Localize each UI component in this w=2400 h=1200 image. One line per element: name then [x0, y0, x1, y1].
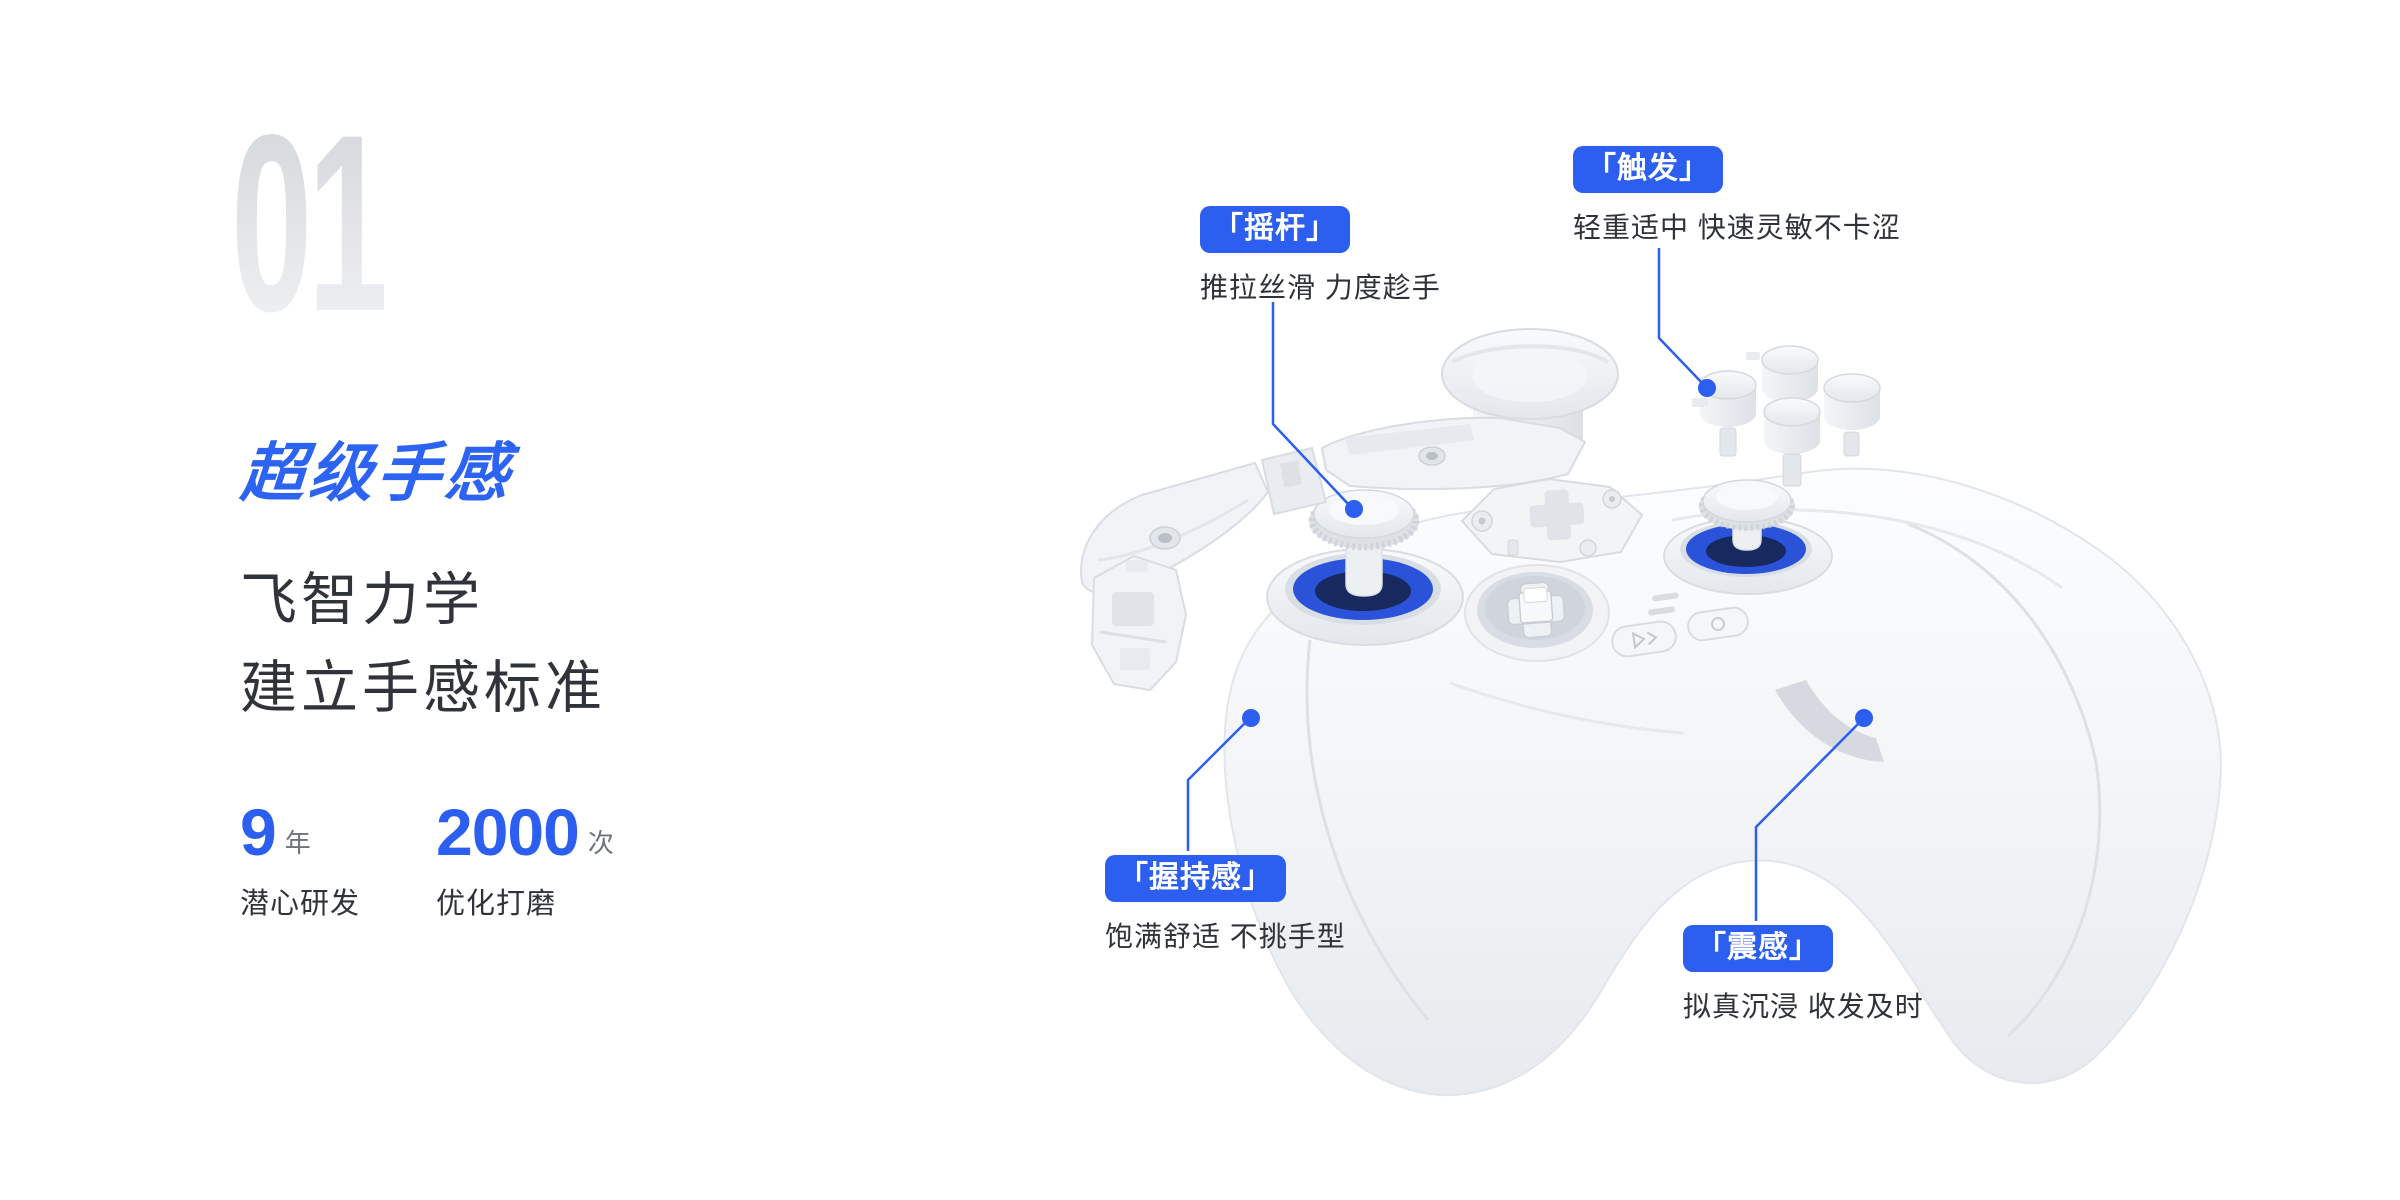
controller-body	[1223, 467, 2222, 1097]
stat-years: 9 年 潜心研发	[240, 795, 361, 922]
face-button-top	[1746, 345, 1819, 402]
joystick-callout-dot	[1345, 500, 1363, 518]
grip-callout-line	[1186, 719, 1249, 851]
start-button	[1611, 620, 1677, 658]
joystick-callout-line	[1271, 302, 1351, 507]
right-trigger-underside	[1775, 680, 1884, 762]
callout-trigger: 「触发」 轻重适中 快速灵敏不卡涩	[1573, 146, 1901, 246]
trigger-description: 轻重适中 快速灵敏不卡涩	[1573, 212, 1901, 243]
vibration-callout-dot	[1855, 709, 1873, 727]
left-joystick	[1266, 489, 1464, 646]
right-joystick	[1663, 479, 1833, 595]
stat-iterations: 2000 次 优化打磨	[436, 795, 614, 922]
menu-button	[1687, 606, 1749, 642]
section-index-number: 01	[231, 83, 389, 364]
trigger-callout-dot	[1698, 379, 1716, 397]
trigger-callout-line	[1657, 248, 1705, 386]
stats-row: 9 年 潜心研发 2000 次 优化打磨	[240, 795, 614, 922]
face-button-bottom	[1763, 397, 1821, 487]
vibration-callout-line	[1754, 720, 1862, 921]
grip-badge: 「握持感」	[1105, 855, 1286, 902]
callout-lines	[1186, 248, 1873, 921]
dpad-receptacle-plate	[1460, 477, 1644, 564]
section-subheading: 飞智力学 建立手感标准	[240, 556, 606, 732]
stat-iterations-label: 优化打磨	[436, 888, 557, 921]
grip-description: 饱满舒适 不挑手型	[1105, 921, 1346, 952]
callout-grip: 「握持感」 饱满舒适 不挑手型	[1105, 855, 1346, 955]
stat-years-unit: 年	[284, 828, 311, 859]
subheading-line-1: 飞智力学	[240, 568, 484, 632]
trigger-badge: 「触发」	[1573, 146, 1723, 193]
callout-vibration: 「震感」 拟真沉浸 收发及时	[1683, 925, 1924, 1025]
battery-indicator	[1652, 592, 1679, 602]
dpad-recess	[1464, 564, 1610, 662]
play-icon	[1631, 631, 1658, 650]
grip-callout-dot	[1242, 709, 1260, 727]
joystick-description: 推拉丝滑 力度趁手	[1200, 272, 1441, 303]
stat-years-label: 潜心研发	[240, 888, 361, 921]
face-button-right	[1823, 373, 1881, 457]
start-select-buttons	[1611, 592, 1749, 658]
stat-iterations-unit: 次	[587, 828, 614, 859]
vibration-badge: 「震感」	[1683, 925, 1833, 972]
face-buttons	[1692, 345, 1881, 487]
stat-iterations-value: 2000	[436, 795, 580, 869]
joystick-badge: 「摇杆」	[1200, 206, 1350, 253]
circle-icon	[1711, 617, 1725, 631]
face-button-left	[1692, 370, 1757, 457]
trigger-bracket	[1090, 554, 1188, 692]
vibration-description: 拟真沉浸 收发及时	[1683, 991, 1924, 1022]
subheading-line-2: 建立手感标准	[240, 656, 606, 720]
battery-indicator	[1648, 606, 1675, 616]
callout-joystick: 「摇杆」 推拉丝滑 力度趁手	[1200, 206, 1441, 306]
stat-years-value: 9	[240, 795, 277, 869]
